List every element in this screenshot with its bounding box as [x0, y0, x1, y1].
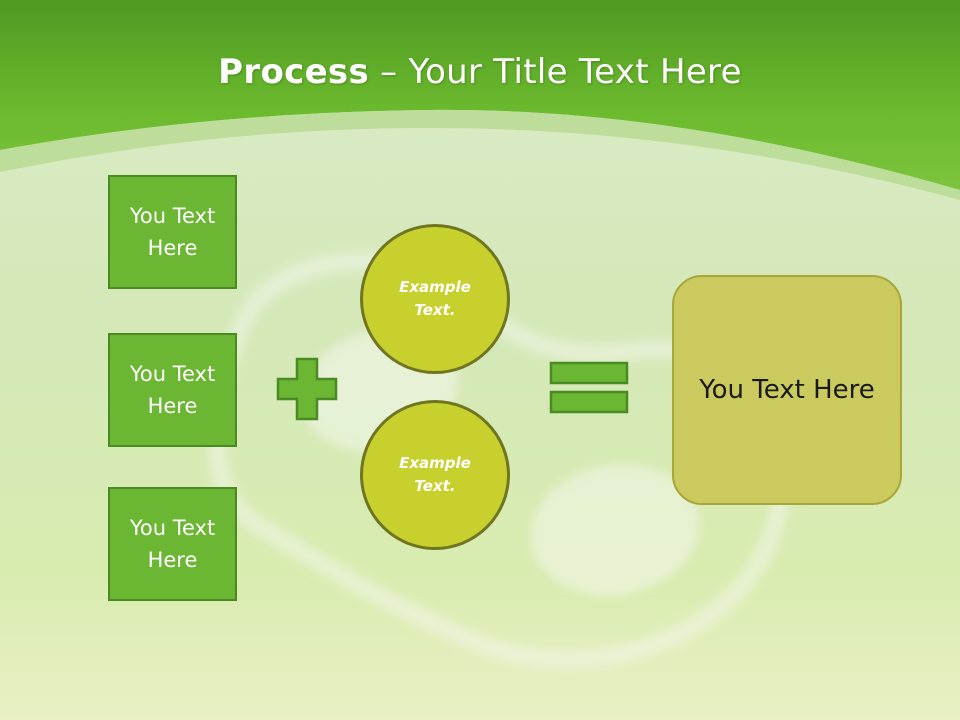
title-bold: Process — [218, 52, 370, 92]
left-box-2[interactable]: You Text Here — [108, 333, 237, 447]
header-wave — [0, 109, 960, 200]
left-box-1[interactable]: You Text Here — [108, 175, 237, 289]
result-label: You Text Here — [699, 375, 875, 405]
page-title: Process – Your Title Text Here — [0, 52, 960, 92]
plus-icon — [276, 357, 338, 421]
left-box-3-label: You Text Here — [129, 516, 216, 572]
title-rest: – Your Title Text Here — [369, 52, 742, 92]
circle-2[interactable]: Example Text. — [360, 400, 510, 550]
left-box-3[interactable]: You Text Here — [108, 487, 237, 601]
equals-icon — [549, 361, 629, 414]
circle-1[interactable]: Example Text. — [360, 224, 510, 374]
header-band — [0, 0, 960, 190]
left-box-1-label: You Text Here — [129, 204, 216, 260]
left-box-2-label: You Text Here — [129, 362, 216, 418]
circle-2-label: Example Text. — [399, 454, 471, 495]
circle-1-label: Example Text. — [399, 278, 471, 319]
result-box[interactable]: You Text Here — [672, 275, 902, 505]
